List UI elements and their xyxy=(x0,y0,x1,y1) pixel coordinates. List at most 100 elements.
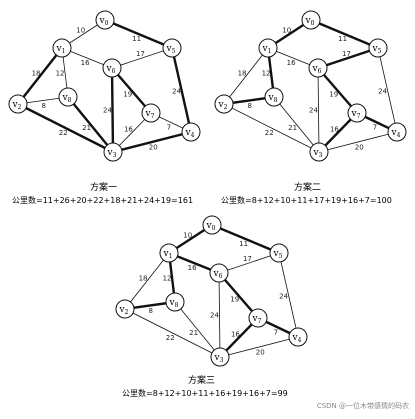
edge-v0-v5-selected xyxy=(104,18,173,50)
edge-v5-v4-selected xyxy=(170,47,193,133)
edge-weight-v1-v6: 16 xyxy=(81,59,90,67)
node-label-v1: v1 xyxy=(262,44,272,55)
node-v0 xyxy=(95,10,115,30)
edge-weight-v1-v2: 18 xyxy=(32,69,41,77)
edge-weight-v8-v3: 21 xyxy=(288,124,297,132)
edge-v3-v4-selected xyxy=(112,130,192,154)
edge-weight-v6-v7: 19 xyxy=(329,90,338,98)
node-label-v0: v0 xyxy=(99,16,109,27)
edge-weight-v5-v4: 24 xyxy=(279,293,288,301)
edge-weight-v5-v4: 24 xyxy=(378,88,387,96)
edge-weight-v7-v3: 16 xyxy=(124,126,133,134)
edge-weight-v5-v6: 17 xyxy=(136,50,145,58)
edge-weight-v3-v4: 20 xyxy=(149,143,158,151)
node-v5 xyxy=(269,243,289,263)
node-label-v4: v4 xyxy=(292,333,302,344)
edge-v1-v2 xyxy=(223,47,269,105)
node-v2 xyxy=(115,299,135,319)
edge-weight-v0-v1: 10 xyxy=(282,26,291,34)
edge-weight-v2-v3: 22 xyxy=(265,129,274,137)
node-v2 xyxy=(8,94,28,114)
edge-v6-v3 xyxy=(317,67,320,153)
edge-weight-v1-v8: 12 xyxy=(163,275,172,283)
edge-weight-v7-v3: 16 xyxy=(231,331,240,339)
edge-v5-v6 xyxy=(218,252,280,274)
node-label-v1: v1 xyxy=(163,249,173,260)
edge-weight-v8-v3: 21 xyxy=(82,124,91,132)
edge-weight-v1-v6: 16 xyxy=(188,264,197,272)
node-label-v2: v2 xyxy=(218,100,228,111)
node-v7 xyxy=(141,103,161,123)
edge-v6-v7-selected xyxy=(111,67,152,114)
node-label-v2: v2 xyxy=(12,100,22,111)
node-label-v4: v4 xyxy=(391,128,401,139)
edge-weight-v5-v6: 17 xyxy=(342,50,351,58)
edge-weight-v6-v3: 24 xyxy=(210,312,219,320)
edge-v0-v5-selected xyxy=(310,18,379,50)
edge-weight-v7-v4: 7 xyxy=(167,124,171,132)
node-label-v5: v5 xyxy=(166,44,176,55)
edge-v1-v2-selected xyxy=(17,47,63,105)
edge-weight-v1-v8: 12 xyxy=(262,70,271,78)
node-v3 xyxy=(210,347,230,367)
node-v1 xyxy=(52,38,72,58)
edge-v2-v3-selected xyxy=(17,102,114,154)
node-v4 xyxy=(181,122,201,142)
node-label-v1: v1 xyxy=(56,44,66,55)
edge-v5-v4 xyxy=(278,252,299,338)
node-v4 xyxy=(288,327,308,347)
scheme-1-title: 方案一 xyxy=(90,183,118,193)
edge-v8-v3 xyxy=(174,301,221,358)
edge-v2-v3 xyxy=(124,308,221,358)
edge-v8-v3 xyxy=(273,96,320,153)
node-label-v3: v3 xyxy=(313,148,323,159)
edge-v3-v4 xyxy=(318,131,398,153)
edge-weight-v7-v3: 16 xyxy=(330,126,339,134)
edge-weight-v6-v3: 24 xyxy=(309,107,318,115)
edge-weight-v0-v1: 10 xyxy=(183,231,192,239)
edge-v5-v6-selected xyxy=(317,46,379,70)
edge-v3-v4 xyxy=(219,336,299,358)
node-v0 xyxy=(301,10,321,30)
node-v3 xyxy=(309,142,329,162)
scheme-3-formula: 公里数=8+12+10+11+16+19+16+7=99 xyxy=(122,389,288,398)
edge-v6-v3 xyxy=(218,272,221,358)
node-v3 xyxy=(103,142,123,162)
node-v1 xyxy=(159,243,179,263)
edge-weight-v0-v5: 11 xyxy=(338,35,347,43)
edge-weight-v7-v4: 7 xyxy=(274,329,278,337)
node-label-v2: v2 xyxy=(119,305,129,316)
node-v7 xyxy=(248,308,268,328)
edge-weight-v2-v8: 8 xyxy=(148,307,152,315)
node-v4 xyxy=(387,122,407,142)
edge-weight-v6-v7: 19 xyxy=(230,295,239,303)
edge-weight-v1-v8: 12 xyxy=(56,70,65,78)
edge-weight-v3-v4: 20 xyxy=(256,348,265,356)
edge-v8-v3-selected xyxy=(67,96,114,153)
scheme-2-title: 方案二 xyxy=(294,183,322,193)
edge-weight-v5-v4: 24 xyxy=(172,88,181,96)
node-v8 xyxy=(264,87,284,107)
edge-v6-v3-selected xyxy=(110,67,115,153)
node-label-v7: v7 xyxy=(145,109,155,120)
watermark: CSDN @一位木带感情的码农 xyxy=(316,402,409,410)
node-label-v3: v3 xyxy=(214,353,224,364)
edge-v5-v4 xyxy=(377,47,398,133)
node-v6 xyxy=(209,263,229,283)
node-label-v5: v5 xyxy=(372,44,382,55)
edge-v2-v3 xyxy=(223,103,320,153)
edge-weight-v2-v8: 8 xyxy=(247,102,251,110)
edge-weight-v2-v3: 22 xyxy=(59,129,68,137)
edge-weight-v1-v6: 16 xyxy=(287,59,296,67)
edge-weight-v6-v7: 19 xyxy=(123,90,132,98)
node-v6 xyxy=(102,58,122,78)
node-v1 xyxy=(258,38,278,58)
edge-weight-v3-v4: 20 xyxy=(355,143,364,151)
edge-weight-v2-v3: 22 xyxy=(166,334,175,342)
edge-weight-v0-v5: 11 xyxy=(132,35,141,43)
node-v8 xyxy=(165,292,185,312)
node-v2 xyxy=(214,94,234,114)
scheme-3-title: 方案三 xyxy=(188,376,216,386)
edge-weight-v6-v3: 24 xyxy=(103,107,112,115)
